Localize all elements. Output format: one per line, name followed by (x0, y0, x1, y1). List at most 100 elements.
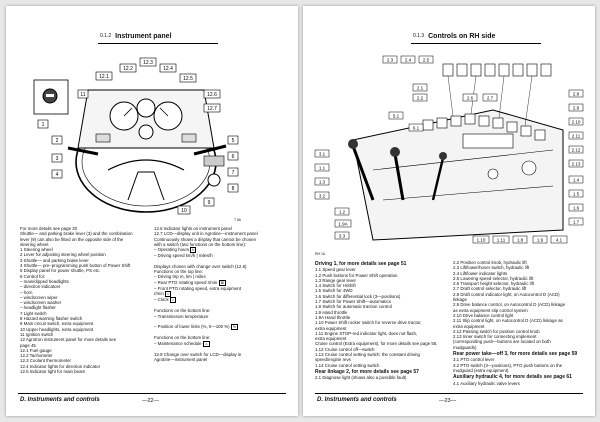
callout-label: 1 (42, 122, 45, 128)
text-line: extra equipment (315, 325, 347, 331)
footer-rule (18, 393, 286, 394)
text-line: 2.7 Draft control selector, hydraulic li… (453, 286, 527, 292)
footer-title: D. Instruments and controls (317, 397, 397, 403)
text-line: 2.10 Drive balance control light (453, 312, 514, 318)
text-line: as extra equipment slip control system (453, 307, 528, 313)
text-line: 2.9 Drive balance control, on Autocontro… (453, 302, 566, 308)
text-line: – Transmission temperature (154, 313, 209, 319)
callout-label: 10 (181, 208, 187, 214)
callout-label: 2 (56, 138, 59, 144)
pto-symbol: ⌘ (218, 279, 227, 286)
percent-symbol: % (230, 324, 239, 331)
callout-label: 12.4 (163, 66, 173, 72)
text-line: 1.1 Speed gear lever (315, 267, 356, 273)
page-number: —23— (439, 398, 457, 404)
text-line: Continuously shows a display that cannot… (154, 236, 257, 242)
callout-label: 6 (232, 154, 235, 160)
text-line: r/min ⌂ (154, 290, 172, 297)
callout-label: 3.2 (319, 194, 326, 199)
text-line: 2.11 Slip control light, on Autocontrol … (453, 318, 563, 324)
section-number: 0.1.3 (413, 33, 425, 39)
text-line: – Driving trip m, km | miles (154, 274, 206, 280)
section-heading: Driving 1, for more details see page 51 (315, 261, 407, 267)
text-line: 3.1 PTO control lever (453, 357, 495, 363)
text-line: 12.2 Tachometer (20, 353, 53, 359)
text-line: – Position of lower links (%, 0—100 %) % (154, 324, 239, 331)
maintenance-symbol: ⚠ (202, 340, 210, 347)
text-line: 12.1 Fuel gauge (20, 347, 52, 353)
callout-label: 12.1 (99, 74, 109, 80)
text-line: – main/dipped headlights (20, 278, 69, 284)
left-text-column-1: For more details see page 20 Shuttle— an… (20, 226, 160, 374)
header-rule (411, 43, 541, 44)
text-line: extra equipment (453, 323, 485, 329)
text-line: 12 Agrotron instrument panel for more de… (20, 337, 117, 343)
text-line: 2.1 Diagnose light (shows also a possibl… (315, 375, 407, 381)
text-line: 12.7 LCD—display unit in Agrotine—instru… (154, 231, 258, 237)
text-line: – Rear PTO rotating speed r/min ⌘ (154, 279, 227, 286)
text-line: 12.8 Change over switch for LCD—display … (154, 352, 242, 358)
text-line: 1.8 Switch for automatic traction contro… (315, 304, 392, 310)
instrument-panel-figure: 12.2 12.3 12.4 12.1 12.5 12.6 12.7 11 1 … (28, 50, 250, 220)
text-line: – direction indicators (20, 284, 61, 290)
callout-label: 2.3 (387, 58, 394, 63)
callout-label: 1.5 (573, 192, 580, 197)
text-line: 3.2 PTO switch (3—positions), PTO push b… (453, 362, 563, 368)
text-line: 1.13 Cruise control setting switch; the … (315, 352, 420, 358)
text-line: mudguards) (453, 344, 477, 350)
callout-label: 1.6 (573, 206, 580, 211)
page-title: Instrument panel (115, 33, 172, 40)
text-line: – Clock ○ (154, 296, 176, 303)
section-heading: Rear power take—off 3, for more details … (453, 351, 578, 358)
text-line: 4 Shuttle— pre–programming push button o… (20, 263, 131, 269)
hours-symbol: h (190, 247, 197, 254)
text-line: Cruise control (Extra equipment), for mo… (315, 341, 438, 347)
footer-rule (315, 393, 583, 394)
text-line: 1 Steering wheel (20, 247, 53, 253)
callout-label: 5.1 (393, 114, 400, 119)
text-line: 2.2 Position control knob, hydraulic lif… (453, 260, 527, 265)
callout-label: 6.1 (413, 126, 420, 131)
callout-label: 8 (232, 186, 235, 192)
text-line: 2.12 Passing switch for position control… (453, 328, 540, 334)
text-line: 4.1 Auxiliary hydraulic valve levers (453, 380, 520, 386)
text-line: 2.13 Inner switch for connecting impleme… (453, 334, 537, 340)
text-line: 2 Lever for adjusting steering wheel pos… (20, 252, 106, 258)
callout-label: 4.1 (556, 238, 563, 243)
callout-label: 12.7 (207, 106, 217, 112)
text-line: 1.6 Switch for differential lock (3—posi… (315, 293, 401, 299)
text-line: For more details see page 20 (20, 226, 78, 231)
text-line: – windscreen wiper (20, 294, 58, 300)
figure-number: RH 16 (315, 252, 325, 256)
text-line: 1.7 Switch for Power Shift—automatics (315, 299, 391, 305)
callout-label: 1.9A (338, 222, 347, 227)
right-text-column-2: 2.2 Position control knob, hydraulic lif… (453, 260, 589, 386)
text-line: 1.4 Switch for HiShift (315, 283, 356, 289)
text-line: speed/engine revs (315, 357, 351, 363)
text-line: – headlight flasher (20, 305, 56, 311)
text-line: 1.12 Cruise control off—switch (315, 346, 375, 352)
header-rule (98, 43, 218, 44)
figure-number: T 66 (234, 218, 241, 222)
text-line: 1.10 Power Shift rocker switch for rever… (315, 320, 422, 326)
callout-label: 12.2 (123, 66, 133, 72)
callout-label: 2.5 (423, 58, 430, 63)
callout-label: 2.7 (487, 96, 494, 101)
callout-label: 1.11 (497, 238, 506, 243)
callout-label: 12.3 (143, 60, 153, 66)
text-line: – horn (20, 289, 33, 295)
text-line: 2.6 Transport height selector, hydraulic… (453, 281, 535, 287)
text-line: 1.9A Hand throttle (315, 314, 351, 320)
callout-label: 2.8 (573, 92, 580, 97)
text-line: Functions on the top line: (154, 269, 204, 275)
callout-label: 2.2 (417, 96, 424, 101)
text-line: mudguard (extra equipment) (453, 367, 509, 373)
callout-label: 2.6 (467, 96, 474, 101)
callout-label: 1.7 (573, 220, 580, 225)
text-line: 2.4 Lift/lower indicator lights (453, 270, 508, 276)
callout-label: 2.12 (572, 148, 581, 153)
text-line: 1.2 Push buttons for Power Shift operati… (315, 272, 398, 278)
text-line: 7 Light switch (20, 310, 47, 316)
